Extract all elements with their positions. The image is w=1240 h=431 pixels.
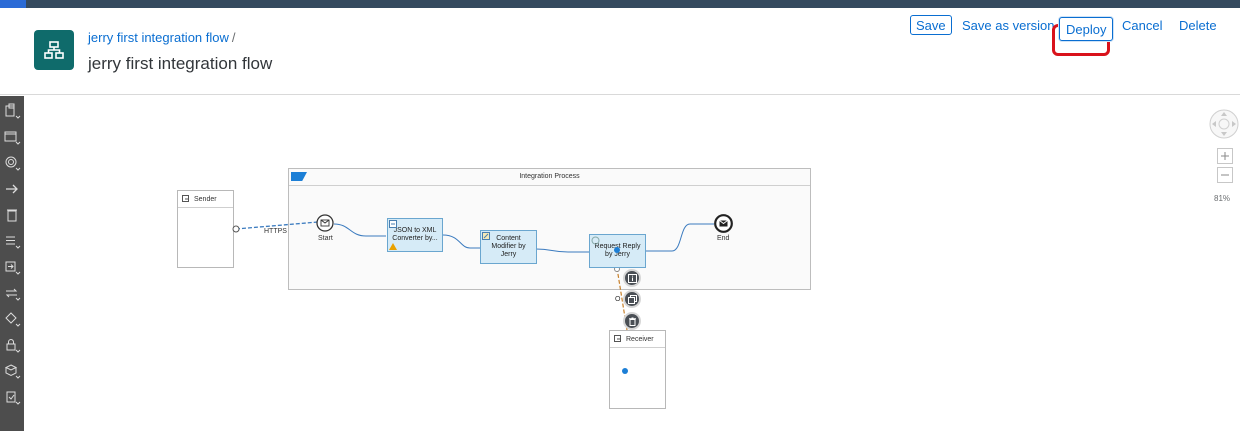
deploy-button[interactable]: Deploy xyxy=(1059,17,1114,41)
start-label: Start xyxy=(318,235,333,242)
receiver-connection-handle[interactable] xyxy=(622,368,628,374)
page-title: jerry first integration flow xyxy=(88,54,273,73)
receiver-label: Receiver xyxy=(626,335,654,343)
plus-icon xyxy=(1221,152,1229,160)
pan-control-icon[interactable] xyxy=(1208,108,1240,140)
connection-handle[interactable] xyxy=(614,247,620,253)
info-button[interactable] xyxy=(623,269,641,287)
json-to-xml-converter-step[interactable]: JSON to XML Converter by... xyxy=(387,218,443,252)
delete-step-button[interactable] xyxy=(623,312,641,330)
end-label: End xyxy=(717,235,730,242)
security-icon[interactable] xyxy=(0,332,24,358)
process-icon[interactable] xyxy=(0,124,24,150)
header-actions: Save Save as version Deploy Cancel Delet… xyxy=(0,14,1240,56)
request-reply-icon xyxy=(591,236,600,245)
converter-icon xyxy=(389,220,397,228)
zoom-in-button[interactable] xyxy=(1217,148,1233,164)
persistence-icon[interactable] xyxy=(0,358,24,384)
start-message-event-icon[interactable] xyxy=(316,214,334,232)
step-label: Request Reply by Jerry xyxy=(594,243,641,258)
connectors-icon[interactable] xyxy=(0,176,24,202)
trash-icon xyxy=(628,317,636,326)
routing-icon[interactable] xyxy=(0,306,24,332)
delete-button[interactable]: Delete xyxy=(1179,14,1217,38)
shell-bar xyxy=(0,0,1240,8)
pool-title: Integration Process xyxy=(519,173,580,180)
participant-icon xyxy=(182,195,189,202)
save-button[interactable]: Save xyxy=(910,15,952,35)
copy-icon xyxy=(627,294,637,304)
sender-label: Sender xyxy=(194,195,217,203)
cancel-button[interactable]: Cancel xyxy=(1122,14,1162,38)
participant-icon xyxy=(614,335,621,342)
zoom-out-button[interactable] xyxy=(1217,167,1233,183)
zoom-level: 81% xyxy=(1214,194,1231,203)
info-icon xyxy=(627,273,637,283)
integration-flow-icon xyxy=(34,30,74,70)
shell-accent xyxy=(0,0,26,8)
sap-logo-icon xyxy=(291,172,307,181)
https-adapter-label[interactable]: HTTPS xyxy=(264,228,287,235)
page-header: jerry first integration flow/ jerry firs… xyxy=(0,8,1240,95)
warning-icon xyxy=(389,243,397,250)
step-label: Content Modifier by Jerry xyxy=(491,235,526,258)
content-modifier-icon xyxy=(482,232,490,240)
events-icon[interactable] xyxy=(0,150,24,176)
receiver-participant[interactable]: Receiver xyxy=(609,330,666,409)
copy-button[interactable] xyxy=(623,290,641,308)
validator-icon[interactable] xyxy=(0,384,24,410)
save-as-version-button[interactable]: Save as version xyxy=(962,14,1055,38)
delete-icon[interactable] xyxy=(0,202,24,228)
sender-participant[interactable]: Sender xyxy=(177,190,234,268)
end-message-event-icon[interactable] xyxy=(714,214,733,233)
transformation-icon[interactable] xyxy=(0,254,24,280)
breadcrumb: jerry first integration flow/ xyxy=(88,30,236,45)
content-modifier-step[interactable]: Content Modifier by Jerry xyxy=(480,230,537,264)
receiver-adapter-label[interactable]: O xyxy=(615,296,621,303)
mapping-icon[interactable] xyxy=(0,228,24,254)
minus-icon xyxy=(1221,174,1229,176)
breadcrumb-link[interactable]: jerry first integration flow xyxy=(88,30,229,45)
design-palette xyxy=(0,96,24,431)
step-label: JSON to XML Converter by... xyxy=(392,227,438,242)
participants-icon[interactable] xyxy=(0,98,24,124)
call-icon[interactable] xyxy=(0,280,24,306)
breadcrumb-separator: / xyxy=(231,30,236,45)
